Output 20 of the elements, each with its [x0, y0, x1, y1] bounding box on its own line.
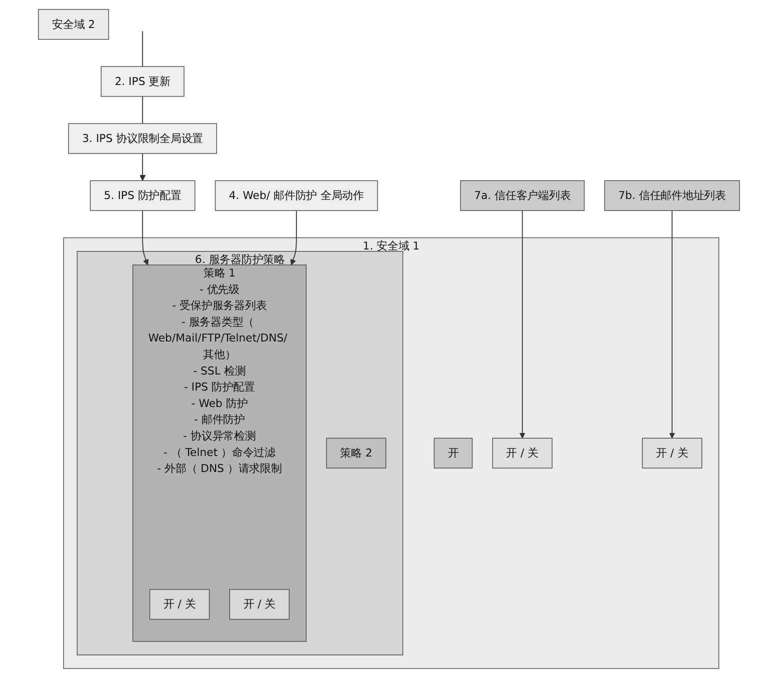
- arrow: [290, 210, 297, 265]
- node-box: 开 / 关: [229, 588, 290, 620]
- node-box: 开 / 关: [149, 588, 210, 620]
- node-box: 3. IPS 协议限制全局设置: [68, 122, 217, 154]
- node-box: 开 / 关: [492, 437, 552, 468]
- node-box: 2. IPS 更新: [100, 66, 184, 96]
- arrow: [669, 210, 676, 438]
- connector: [142, 30, 144, 66]
- arrow: [142, 210, 149, 265]
- node-box: 开 / 关: [642, 437, 702, 468]
- arrow: [519, 210, 526, 438]
- node-box: 7b. 信任邮件地址列表: [604, 180, 740, 210]
- arrow: [140, 152, 146, 180]
- connector: [142, 95, 144, 124]
- node-box: 开: [434, 437, 473, 468]
- node-box: 安全域 2: [38, 8, 109, 40]
- node-box: 5. IPS 防护配置: [90, 180, 196, 210]
- node-box: 策略 2: [326, 437, 386, 468]
- node-box: 4. Web/ 邮件防护 全局动作: [214, 180, 378, 210]
- node-box: 7a. 信任客户端列表: [460, 180, 585, 210]
